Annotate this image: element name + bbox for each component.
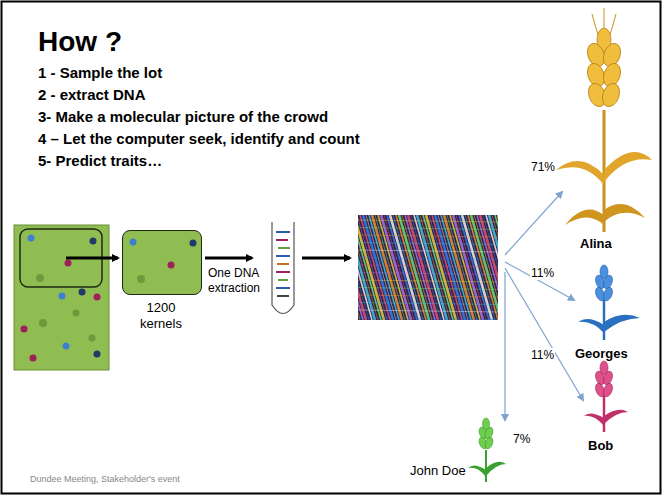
pink-plant [584,361,628,432]
step-text: 5- Predict traits… [38,152,162,169]
molecular-picture [358,215,498,320]
process-arrow [66,257,118,260]
step-text: 2 - extract DNA [38,86,146,103]
percent-label: 11% [530,348,555,362]
step-text: 3- Make a molecular picture of the crowd [38,108,328,125]
seed-lot [14,225,109,370]
process-arrow [205,257,252,260]
variety-name: Alina [580,236,612,251]
percent-label: 7% [512,432,531,446]
wheat-plant [556,8,652,232]
box-caption: 1200 kernels [131,300,191,332]
process-arrow [302,257,350,260]
variety-name: Georges [575,346,628,361]
kernel-dots [123,231,203,296]
footer-note: Dundee Meeting, Stakeholder's event [30,474,180,484]
test-tube [272,222,294,314]
prediction-arrows [505,192,583,420]
percent-label: 11% [530,266,555,280]
step-text: 1 - Sample the lot [38,64,162,81]
variety-name: John Doe [410,463,466,478]
green-plant [468,418,506,482]
variety-name: Bob [588,438,613,453]
sample-box: 1200 kernels [122,230,202,295]
blue-plant [578,265,640,340]
step-note: One DNA extraction [208,266,268,296]
step-text: 4 – Let the computer seek, identify and … [38,130,360,147]
percent-label: 71% [530,160,556,174]
title: How ? [38,26,122,58]
